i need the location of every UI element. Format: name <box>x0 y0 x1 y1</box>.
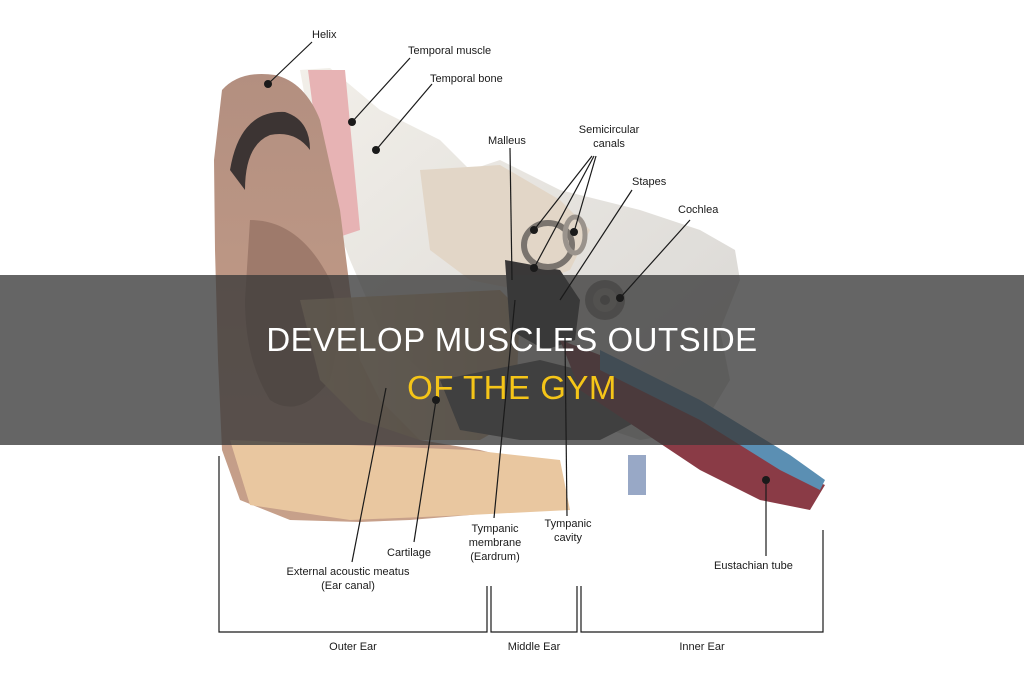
section-outer-ear: Outer Ear <box>219 641 487 653</box>
section-inner-ear: Inner Ear <box>581 641 823 653</box>
label-tympanic-cavity: Tympanic cavity <box>538 517 598 545</box>
label-helix: Helix <box>312 28 336 42</box>
label-eustachian-tube: Eustachian tube <box>714 559 793 573</box>
cartilage-shape <box>230 440 570 520</box>
label-external-acoustic-meatus: External acoustic meatus (Ear canal) <box>270 565 426 593</box>
label-tympanic-membrane: Tympanic membrane (Eardrum) <box>460 522 530 564</box>
label-cartilage: Cartilage <box>387 546 431 560</box>
title-banner <box>0 275 1024 445</box>
label-semicircular-canals: Semicircular canals <box>573 123 645 151</box>
label-stapes: Stapes <box>632 175 666 189</box>
label-temporal-muscle: Temporal muscle <box>408 44 491 58</box>
label-cochlea: Cochlea <box>678 203 718 217</box>
title-line-2: OF THE GYM <box>0 368 1024 408</box>
section-middle-ear: Middle Ear <box>491 641 577 653</box>
label-malleus: Malleus <box>488 134 526 148</box>
title-line-1: DEVELOP MUSCLES OUTSIDE <box>0 320 1024 360</box>
label-temporal-bone: Temporal bone <box>430 72 503 86</box>
